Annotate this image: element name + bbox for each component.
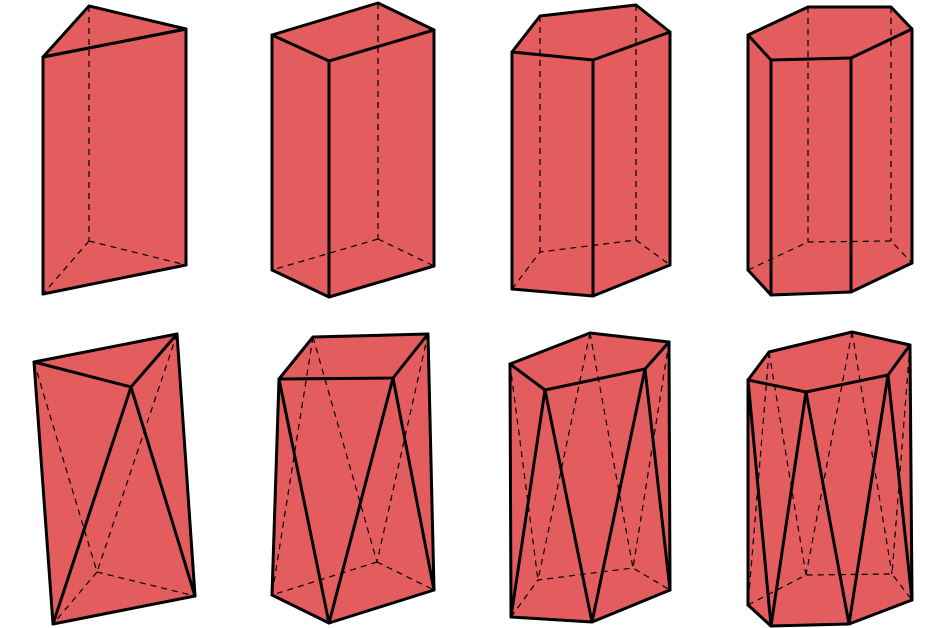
prism-4-hidden-edges — [271, 3, 435, 271]
prism-3-visible-edges — [41, 4, 188, 296]
pentagonal-prism — [510, 3, 672, 298]
square-antiprism — [270, 332, 436, 625]
prism-3-silhouette — [43, 6, 186, 294]
hexagonal-prism — [746, 5, 914, 297]
antiprism-5-hidden-edges — [509, 332, 671, 618]
pentagonal-antiprism — [508, 331, 672, 624]
prism-5-visible-edges — [510, 3, 672, 298]
prism-4-visible-edges — [270, 1, 436, 299]
square-prism — [270, 1, 436, 299]
prism-5-silhouette — [512, 5, 670, 296]
antiprism-3-hidden-edges — [33, 333, 196, 625]
prism-6-hidden-edges — [747, 7, 913, 271]
antiprism-5-visible-edges — [508, 331, 672, 624]
antiprism-6-silhouette — [748, 332, 912, 626]
antiprism-4-hidden-edges — [271, 333, 435, 596]
prism-6-silhouette — [748, 7, 912, 295]
triangular-prism — [41, 4, 188, 296]
triangular-antiprism — [32, 332, 197, 626]
antiprism-4-visible-edges — [270, 332, 436, 625]
antiprism-3-visible-edges — [32, 332, 197, 626]
prism-3-hidden-edges — [42, 6, 187, 295]
prism-6-visible-edges — [746, 5, 914, 297]
prism-5-hidden-edges — [511, 5, 671, 290]
antiprism-3-silhouette — [34, 334, 195, 624]
antiprism-6-visible-edges — [746, 330, 914, 628]
hexagonal-antiprism — [746, 330, 914, 628]
prism-4-silhouette — [272, 3, 434, 297]
